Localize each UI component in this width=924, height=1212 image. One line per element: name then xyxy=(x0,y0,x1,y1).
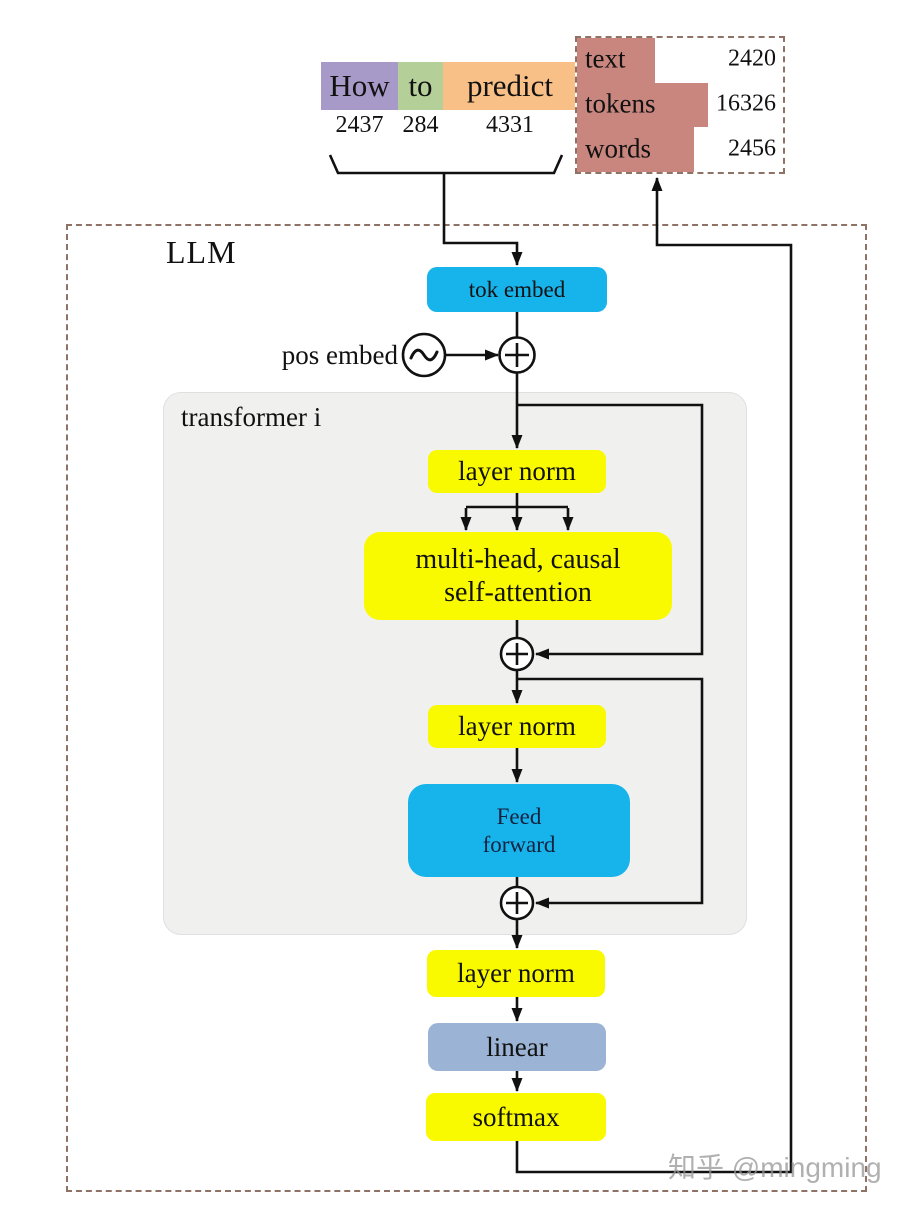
token-id: 284 xyxy=(402,111,439,138)
output-row: words 2456 xyxy=(577,127,783,173)
probability-bar xyxy=(577,127,694,173)
sine-wave-icon xyxy=(401,332,447,378)
probability-bar xyxy=(577,82,708,128)
input-token-row: How to predict xyxy=(321,62,577,110)
watermark: 知乎 @mingming xyxy=(668,1152,882,1183)
layer-norm-node-2: layer norm xyxy=(428,705,606,748)
output-word: words xyxy=(585,132,651,163)
layer-norm-node-1: layer norm xyxy=(428,450,606,493)
add-icon xyxy=(498,336,536,374)
feed-forward-node: Feed forward xyxy=(408,784,630,877)
pos-embed-label: pos embed xyxy=(281,340,398,370)
output-prediction-panel: text 2420 tokens 16326 words 2456 xyxy=(575,36,785,174)
token-word: How xyxy=(321,62,398,110)
llm-title: LLM xyxy=(166,234,237,270)
add-icon xyxy=(499,636,535,672)
add-icon xyxy=(499,885,535,921)
layer-norm-node-3: layer norm xyxy=(427,950,605,997)
token-word: to xyxy=(398,62,443,110)
feed-forward-label: Feed forward xyxy=(482,803,556,857)
softmax-node: softmax xyxy=(426,1093,606,1141)
output-word: text xyxy=(585,43,626,74)
token-word: predict xyxy=(443,62,577,110)
llm-dashed-boundary xyxy=(66,224,867,1192)
output-row: tokens 16326 xyxy=(577,82,783,128)
tok-embed-node: tok embed xyxy=(427,267,607,312)
output-word: tokens xyxy=(585,88,656,119)
token-id: 4331 xyxy=(486,111,534,138)
output-token-id: 16326 xyxy=(716,90,776,117)
self-attention-label: multi-head, causal self-attention xyxy=(415,544,621,608)
output-token-id: 2420 xyxy=(728,45,776,72)
probability-bar xyxy=(577,38,655,83)
input-token-id-row: 2437 284 4331 xyxy=(321,110,577,140)
token-id: 2437 xyxy=(335,111,384,138)
transformer-block-title: transformer i xyxy=(181,402,322,432)
output-token-id: 2456 xyxy=(728,135,776,162)
self-attention-node: multi-head, causal self-attention xyxy=(364,532,672,620)
linear-node: linear xyxy=(428,1023,606,1071)
input-brace xyxy=(328,154,564,175)
output-row: text 2420 xyxy=(577,38,783,83)
